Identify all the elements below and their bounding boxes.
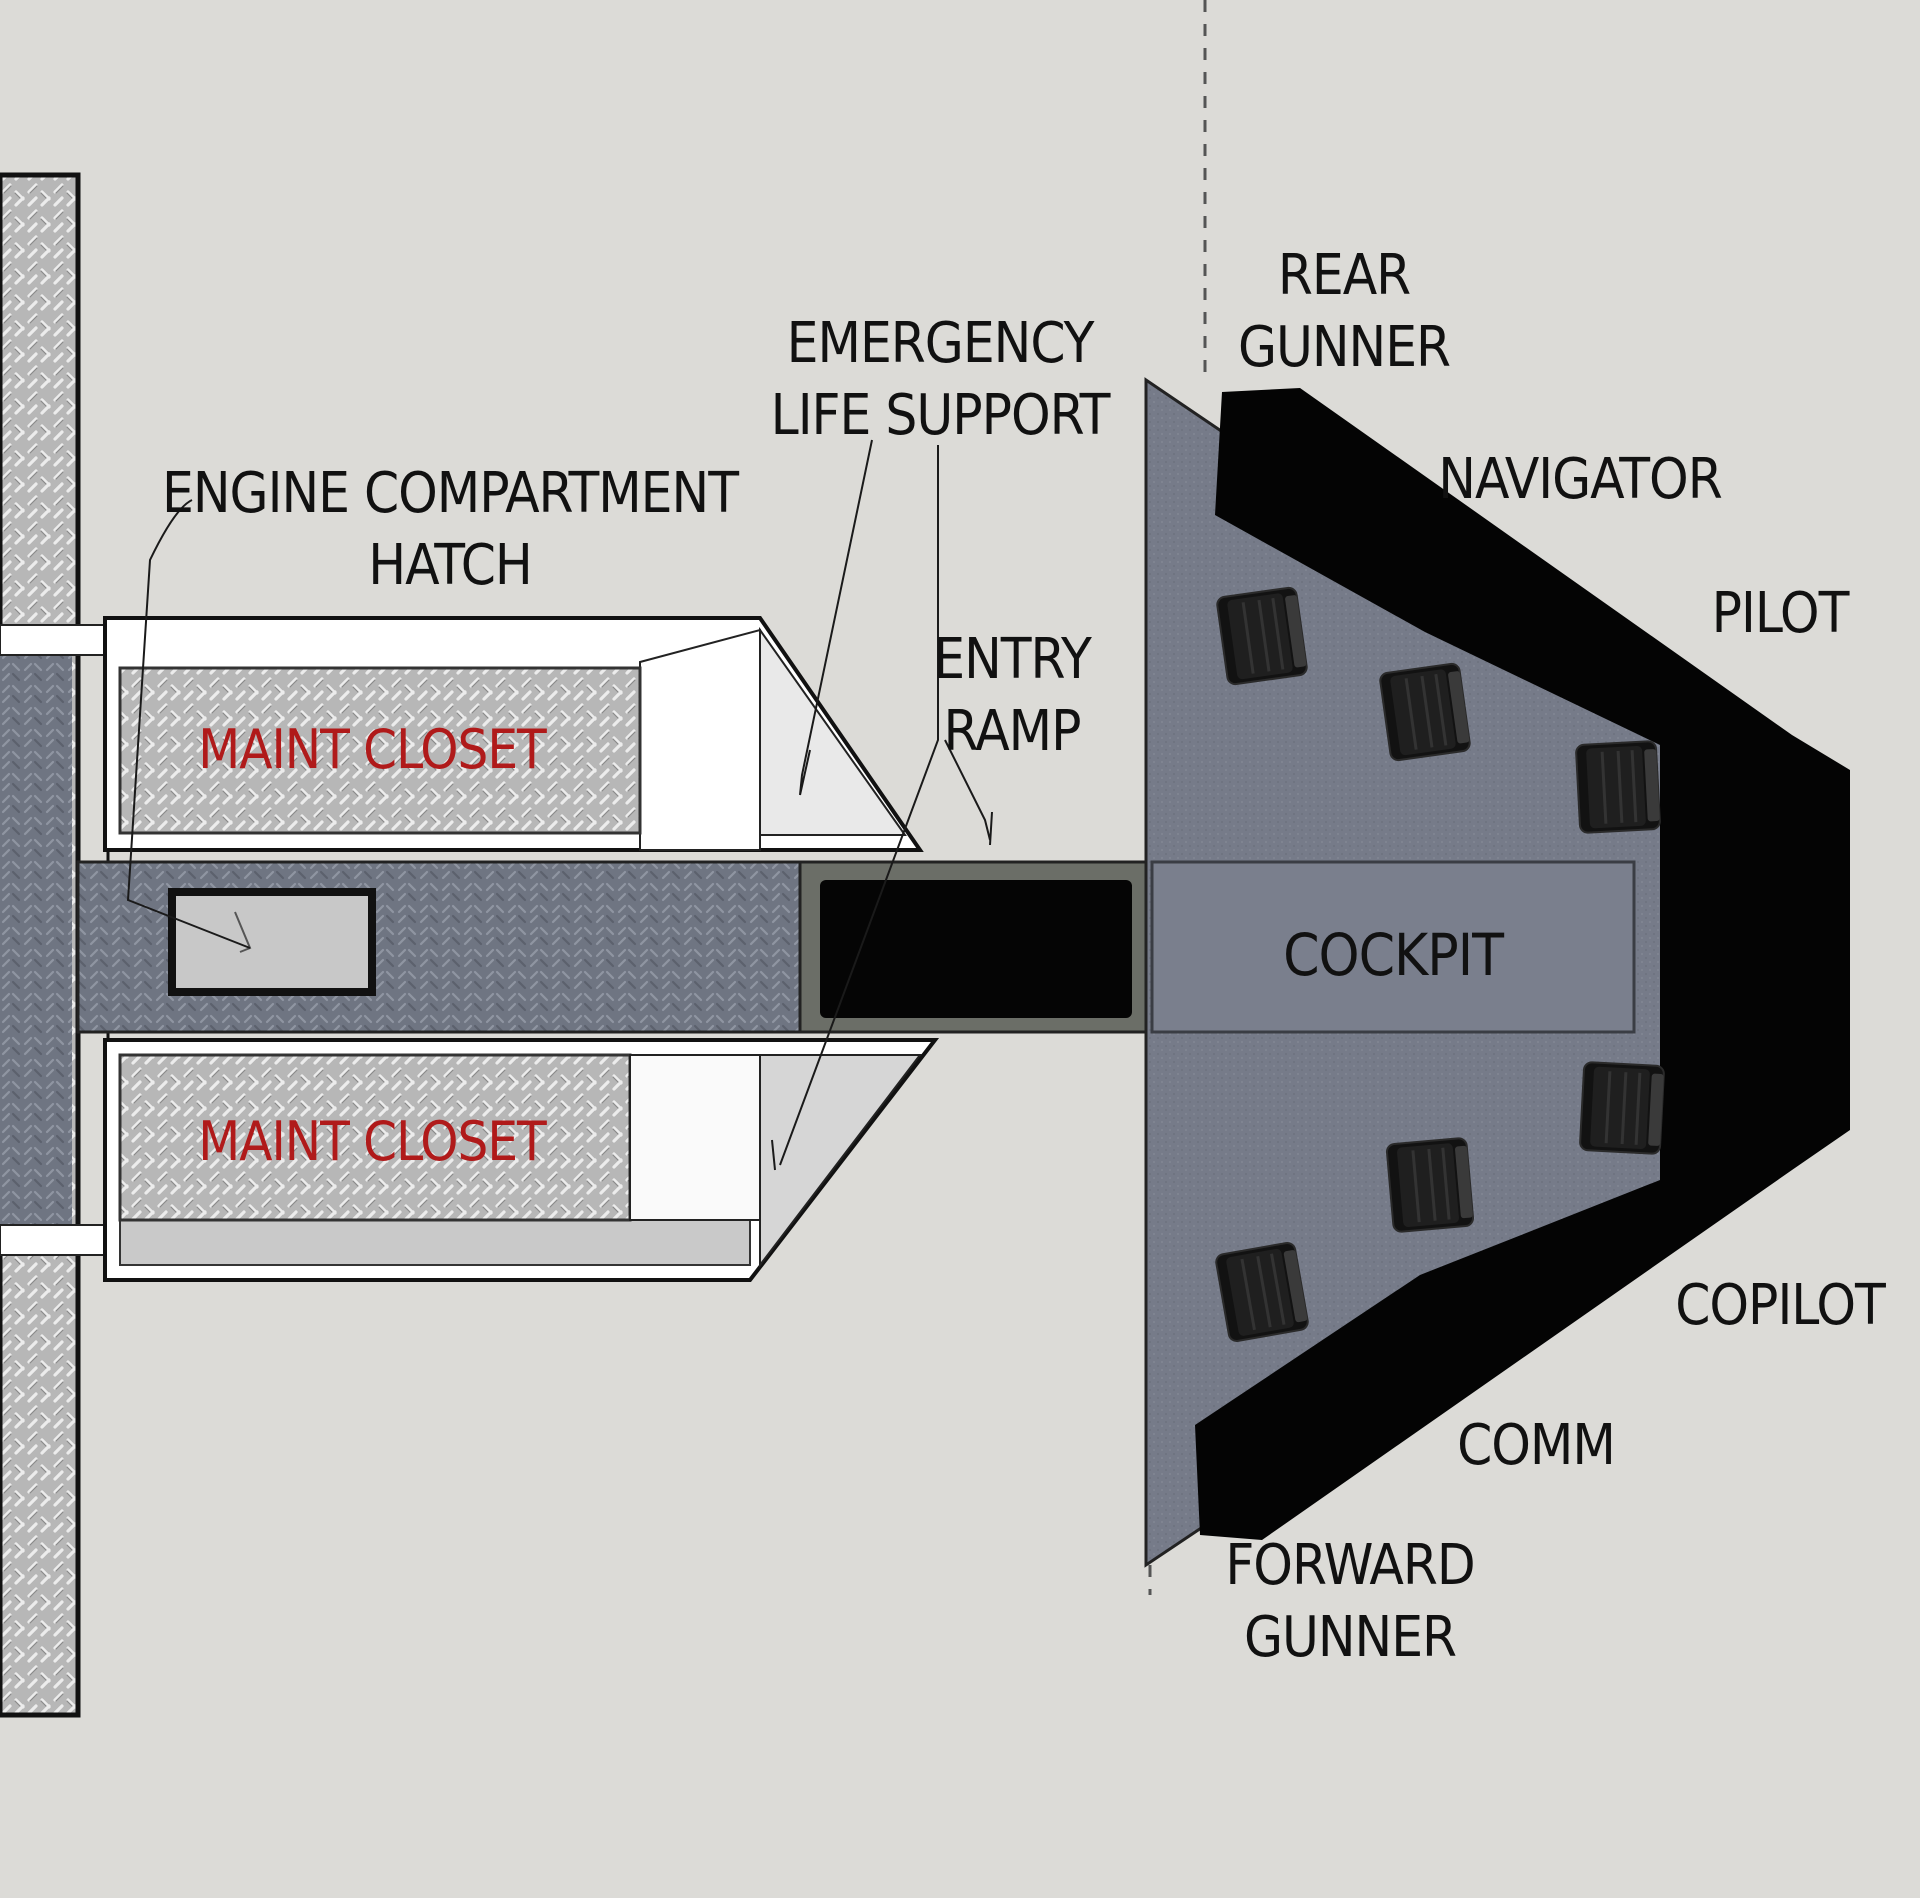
upper-block-floor [759, 626, 907, 836]
rear-gunner-label-line2: GUNNER [1238, 315, 1450, 380]
forward-gunner-label-line1: FORWARD [1225, 1533, 1474, 1598]
navigator-label: NAVIGATOR [1438, 447, 1721, 512]
emergency-life-support-label-line1: EMERGENCY [787, 311, 1095, 376]
maint-closet-top [118, 666, 642, 835]
rear-corridor-frame-top [0, 624, 111, 656]
entry-ramp[interactable] [820, 880, 1132, 1018]
rear-corridor [0, 640, 72, 1230]
seat-icon[interactable] [1578, 1060, 1666, 1156]
entry-ramp-label-line1: ENTRY [933, 627, 1092, 692]
entry-ramp-leader [944, 739, 993, 846]
maint-closet-top-label: MAINT CLOSET [198, 718, 547, 781]
maint-closet-bottom-label: MAINT CLOSET [198, 1110, 547, 1173]
emergency-life-support-label-line2: LIFE SUPPORT [771, 383, 1111, 448]
rear-corridor-frame-bottom [0, 1224, 111, 1256]
engine-compartment-hatch[interactable] [168, 888, 376, 996]
seat-icon[interactable] [1213, 1240, 1311, 1344]
lower-block-inner-wall [629, 1054, 761, 1221]
engine-hatch-label-line2: HATCH [368, 533, 532, 598]
copilot-label: COPILOT [1675, 1273, 1886, 1338]
entry-ramp-label-line2: RAMP [943, 699, 1080, 764]
emergency-life-support-leader-2 [771, 445, 939, 1171]
seat-icon[interactable] [1384, 1136, 1476, 1234]
emergency-life-support-leader [799, 439, 873, 796]
cockpit-label: COCKPIT [1283, 921, 1505, 989]
seat-icon[interactable] [1214, 585, 1310, 687]
upper-block-inner-wall [639, 628, 761, 851]
cockpit-console [1195, 388, 1850, 1540]
lower-block-floor [759, 1054, 923, 1268]
pilot-label: PILOT [1712, 581, 1850, 646]
forward-gunner-label-line2: GUNNER [1244, 1605, 1456, 1670]
seat-icon[interactable] [1377, 661, 1473, 763]
engine-hatch-leader [126, 499, 251, 949]
cockpit-aisle [1150, 860, 1636, 1034]
comm-label: COMM [1457, 1413, 1615, 1478]
engine-hatch-label-line1: ENGINE COMPARTMENT [162, 461, 739, 526]
seat-icon[interactable] [1574, 739, 1662, 835]
lower-block-bench [119, 1219, 751, 1266]
rear-gunner-label-line1: REAR [1278, 243, 1410, 308]
